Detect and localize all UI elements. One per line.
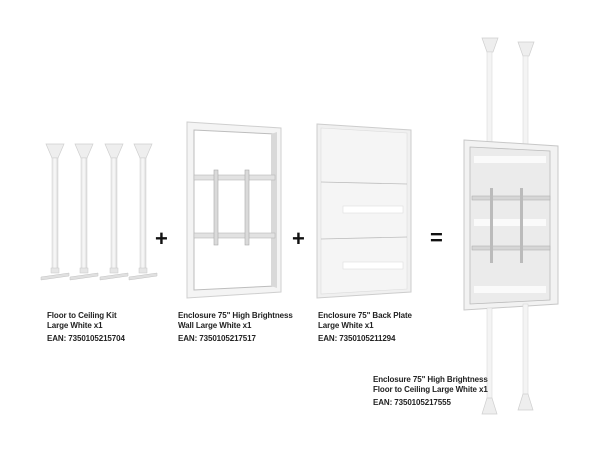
product-ean: EAN: 7350105217517	[178, 334, 256, 343]
back-plate-image	[315, 122, 415, 300]
equals-operator: =	[430, 225, 443, 250]
enclosure-wall-frame-image	[185, 120, 290, 300]
product-name-line1: Enclosure 75" Back Plate	[318, 311, 412, 320]
assembled-enclosure-image	[462, 36, 562, 420]
product-label-back-plate: Enclosure 75" Back Plate Large White x1 …	[318, 311, 412, 344]
floor-to-ceiling-kit-image	[38, 140, 168, 290]
plus-operator-1: +	[155, 226, 168, 251]
product-label-assembled: Enclosure 75" High Brightness Floor to C…	[373, 375, 488, 408]
product-name-line1: Enclosure 75" High Brightness	[178, 311, 293, 320]
product-name-line2: Floor to Ceiling Large White x1	[373, 385, 488, 394]
product-name-line1: Enclosure 75" High Brightness	[373, 375, 488, 384]
product-name-line2: Large White x1	[318, 321, 374, 330]
product-name-line2: Large White x1	[47, 321, 103, 330]
product-name-line1: Floor to Ceiling Kit	[47, 311, 117, 320]
product-label-floor-to-ceiling-kit: Floor to Ceiling Kit Large White x1 EAN:…	[47, 311, 125, 344]
product-ean: EAN: 7350105217555	[373, 398, 451, 407]
product-ean: EAN: 7350105211294	[318, 334, 396, 343]
product-label-enclosure-wall: Enclosure 75" High Brightness Wall Large…	[178, 311, 293, 344]
product-name-line2: Wall Large White x1	[178, 321, 252, 330]
plus-operator-2: +	[292, 226, 305, 251]
product-ean: EAN: 7350105215704	[47, 334, 125, 343]
